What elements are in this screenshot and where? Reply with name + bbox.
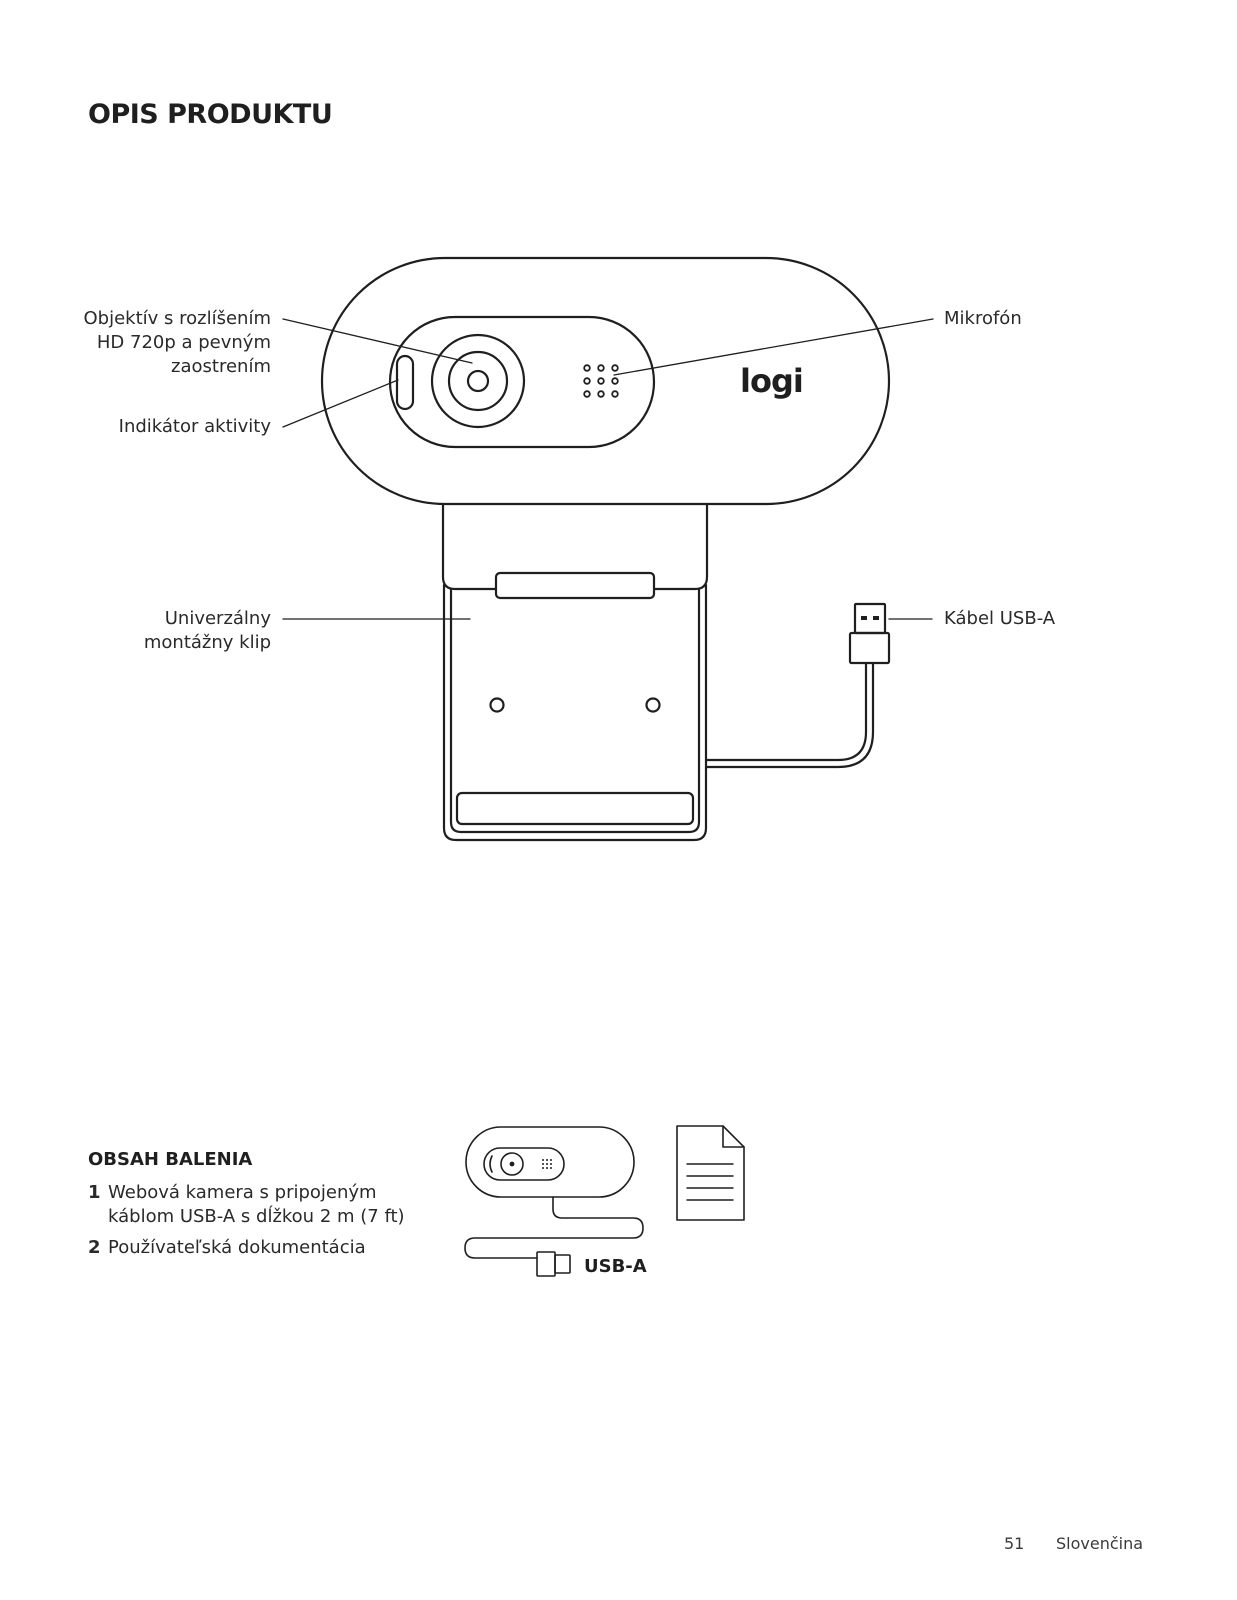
small-camera-mic — [542, 1159, 552, 1169]
page-number: 51 — [1004, 1534, 1025, 1553]
small-camera-lens — [500, 1152, 524, 1176]
usb-cable — [705, 661, 868, 762]
webcam-diagram: logi — [282, 256, 934, 842]
usb-plug-tip — [853, 602, 887, 635]
small-camera-cable — [464, 1196, 644, 1259]
activity-indicator — [395, 354, 415, 411]
small-camera-body — [465, 1126, 635, 1198]
lens-outer-ring — [430, 333, 526, 429]
label-mount-clip: Univerzálny montážny klip — [60, 607, 271, 655]
package-item-2: 2 Používateľská dokumentácia — [88, 1236, 428, 1260]
logi-logo: logi — [740, 362, 803, 400]
label-lens-line-1: Objektív s rozlíšením — [83, 308, 272, 329]
usb-cable-inner — [705, 661, 875, 769]
microphone-holes — [583, 364, 619, 398]
page-title: OPIS PRODUKTU — [88, 99, 333, 130]
mount-clip-back — [442, 583, 708, 842]
label-microphone: Mikrofón — [944, 308, 1022, 329]
document-icon — [676, 1125, 745, 1221]
small-usb-plug-tip — [554, 1254, 571, 1274]
mount-clip-pad — [455, 791, 695, 826]
label-lens: Objektív s rozlíšením HD 720p a pevným z… — [60, 307, 272, 379]
camera-front-panel — [388, 315, 656, 449]
package-item-2-number: 2 — [88, 1237, 101, 1258]
leader-lines — [282, 318, 934, 620]
usb-plug-body — [848, 631, 891, 665]
mount-clip-tab — [494, 571, 656, 600]
package-item-1-line-2: káblom USB-A s dĺžkou 2 m (7 ft) — [108, 1206, 405, 1227]
label-mount-line-1: Univerzálny — [164, 608, 271, 629]
small-camera-lens-dot — [509, 1161, 515, 1167]
footer-language: Slovenčina — [1056, 1534, 1144, 1553]
small-camera-indicator — [489, 1155, 493, 1173]
package-item-1-number: 1 — [88, 1182, 101, 1203]
document-fold — [722, 1125, 745, 1148]
small-camera-panel — [483, 1147, 565, 1181]
leader-activity — [282, 379, 399, 428]
label-usb-cable: Kábel USB-A — [944, 608, 1056, 629]
mount-clip-inner — [449, 588, 701, 834]
package-item-1-line-1: Webová kamera s pripojeným — [108, 1182, 377, 1203]
document-lines — [686, 1163, 734, 1201]
package-illustration: USB-A — [464, 1125, 745, 1277]
label-lens-line-2: HD 720p a pevným — [96, 332, 271, 353]
package-item-2-line-1: Používateľská dokumentácia — [108, 1237, 366, 1258]
usb-a-label: USB-A — [584, 1256, 647, 1277]
camera-body — [320, 256, 891, 506]
small-usb-plug-body — [536, 1251, 556, 1277]
mount-hole-left — [489, 697, 505, 713]
leader-mic — [613, 318, 934, 376]
package-item-1: 1 Webová kamera s pripojeným káblom USB-… — [88, 1181, 428, 1229]
label-mount-line-2: montážny klip — [143, 632, 271, 653]
package-list: 1 Webová kamera s pripojeným káblom USB-… — [88, 1181, 428, 1267]
usb-plug-pin-left — [861, 616, 867, 620]
lens-middle-ring — [447, 350, 509, 412]
leader-lens — [282, 318, 473, 364]
usb-plug-pin-right — [873, 616, 879, 620]
label-lens-line-3: zaostrením — [171, 356, 271, 377]
package-title: OBSAH BALENIA — [88, 1149, 253, 1170]
lens-inner-ring — [466, 369, 490, 393]
label-activity-indicator: Indikátor aktivity — [118, 416, 271, 437]
mount-hole-right — [645, 697, 661, 713]
